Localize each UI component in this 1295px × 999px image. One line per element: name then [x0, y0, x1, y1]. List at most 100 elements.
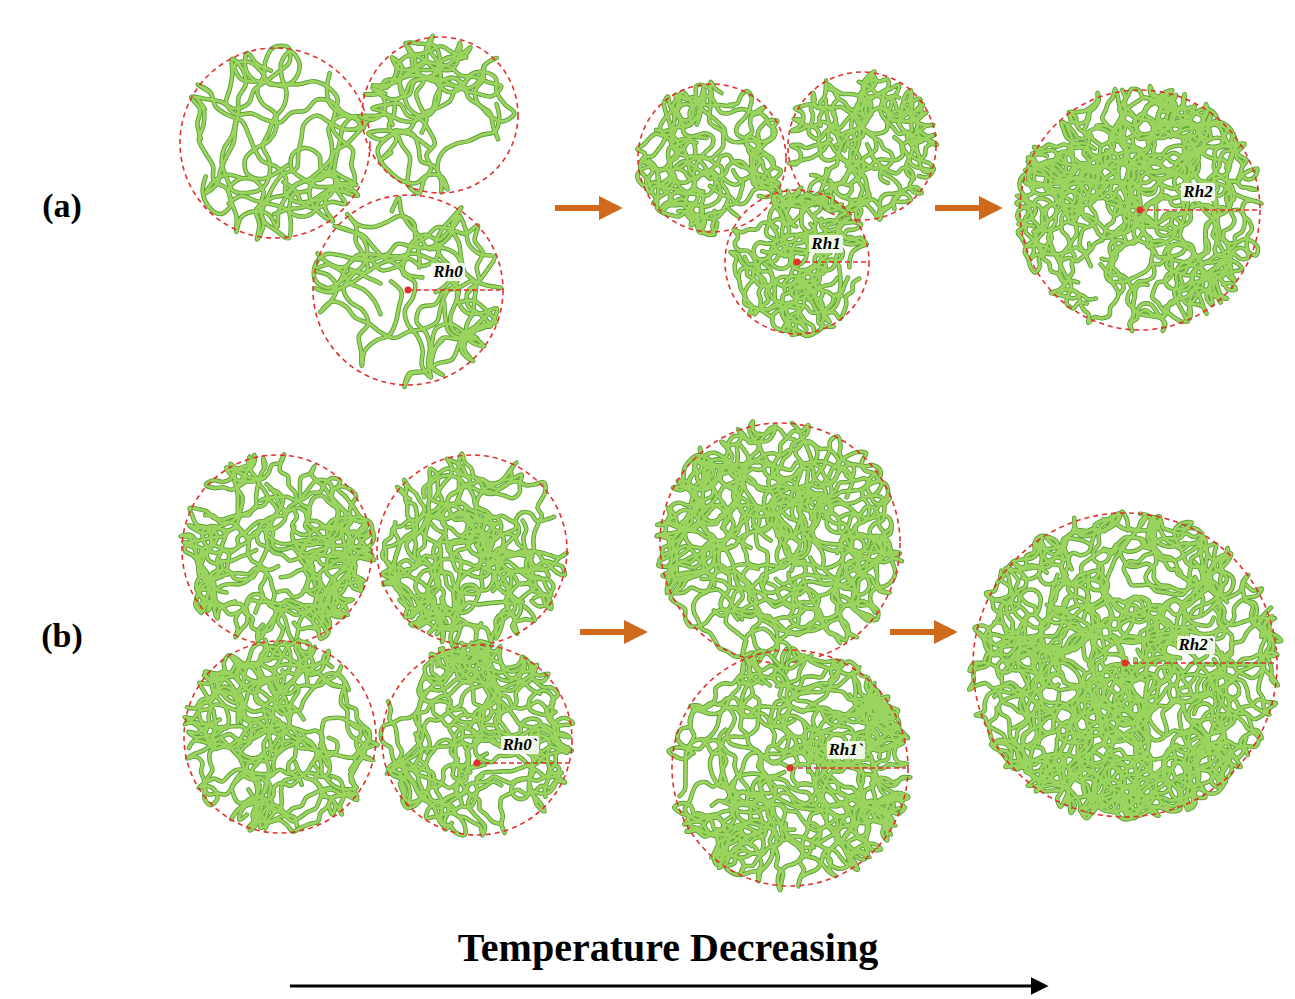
- radius-label: Rh1`: [827, 741, 866, 760]
- radius-label: Rh2`: [1177, 636, 1216, 655]
- hydrodynamic-radius-circle: [362, 37, 518, 193]
- radius-line: [1140, 209, 1258, 211]
- polymer-chain: [248, 728, 327, 828]
- center-dot: [474, 760, 481, 767]
- polymer-coil: [377, 454, 567, 647]
- polymer-chain: [640, 92, 692, 193]
- polymer-chain: [191, 46, 290, 179]
- process-arrow: [935, 205, 998, 211]
- hydrodynamic-radius-circle: [973, 513, 1277, 817]
- polymer-chain: [380, 62, 501, 161]
- polymer-chain: [839, 777, 910, 828]
- polymer-chain: [1039, 541, 1222, 618]
- radius-line: [477, 762, 570, 764]
- polymer-chain: [261, 524, 374, 637]
- polymer-chain: [387, 682, 500, 774]
- polymer-coil: [180, 46, 370, 240]
- polymer-chain: [1146, 207, 1230, 322]
- polymer-chain: [1166, 194, 1245, 290]
- radius-label: Rh0: [431, 263, 464, 282]
- polymer-chain: [795, 735, 904, 787]
- polymer-chain: [206, 454, 297, 500]
- panel-label: (b): [41, 617, 83, 654]
- hydrodynamic-radius-circle: [382, 645, 572, 835]
- center-dot: [405, 287, 412, 294]
- polymer-chain: [188, 671, 275, 741]
- polymer-chain: [368, 103, 435, 193]
- polymer-chain: [446, 651, 540, 746]
- polymer-coil: [360, 36, 518, 194]
- center-dot: [787, 765, 794, 772]
- polymer-chain: [792, 96, 899, 150]
- polymer-chain: [1120, 515, 1262, 637]
- polymer-chain: [1032, 90, 1174, 180]
- polymer-coil: [969, 512, 1281, 819]
- hydrodynamic-radius-circle: [184, 641, 376, 833]
- hydrodynamic-radius-circle: [660, 423, 900, 663]
- radius-label: Rh0`: [501, 736, 540, 755]
- polymer-coil: [637, 82, 786, 235]
- hydrodynamic-radius-circle: [725, 190, 869, 334]
- process-arrow: [555, 205, 618, 211]
- polymer-chain: [247, 723, 338, 829]
- polymer-chain: [1119, 522, 1211, 640]
- polymer-chain: [753, 465, 881, 553]
- process-arrows: [290, 208, 1045, 986]
- polymer-chain: [267, 484, 354, 639]
- polymer-chain: [718, 548, 822, 635]
- polymer-chain: [450, 531, 551, 609]
- polymer-chain: [394, 505, 454, 617]
- polymer-chain: [1164, 192, 1249, 314]
- hydrodynamic-radius-circle: [182, 455, 372, 645]
- polymer-chain: [350, 226, 491, 362]
- axis-arrow: [290, 985, 1045, 988]
- hydrodynamic-radius-circle: [638, 84, 786, 232]
- polymer-chain: [785, 493, 882, 563]
- polymer-coil: [381, 641, 573, 835]
- polymer-chain: [281, 486, 356, 577]
- hydrodynamic-radius-circle: [672, 650, 908, 886]
- axis-title: Temperature Decreasing: [458, 926, 878, 970]
- radius-label: Rh1: [809, 235, 842, 254]
- polymer-coil: [656, 421, 901, 668]
- radius-line: [408, 289, 500, 291]
- polymer-chain: [203, 171, 357, 239]
- process-arrow: [890, 629, 953, 635]
- polymer-chain: [677, 698, 788, 798]
- polymer-chain: [1066, 617, 1180, 679]
- radius-line: [797, 261, 866, 263]
- polymer-chain: [360, 58, 498, 140]
- polymer-chain: [230, 642, 341, 686]
- polymer-chain: [1159, 608, 1278, 686]
- polymer-chain: [1146, 516, 1228, 639]
- process-arrow: [580, 629, 643, 635]
- polymer-chain: [1104, 537, 1228, 645]
- polymer-chain: [740, 658, 880, 761]
- polymer-chain: [970, 626, 1047, 697]
- hydrodynamic-radius-circle: [377, 455, 567, 645]
- polymer-coil: [669, 648, 911, 890]
- center-dot: [1122, 660, 1129, 667]
- polymer-chain: [190, 457, 268, 579]
- polymer-chain: [373, 43, 471, 88]
- hydrodynamic-radius-circle: [180, 48, 370, 238]
- polymer-chain: [198, 73, 369, 203]
- polymer-chain: [776, 188, 847, 263]
- polymer-coil: [181, 454, 375, 645]
- polymer-coil: [725, 188, 869, 336]
- polymer-chain: [695, 85, 774, 204]
- polymer-chain: [695, 85, 774, 204]
- polymer-chain: [684, 803, 771, 860]
- radius-line: [1125, 662, 1275, 664]
- polymer-chain: [1095, 703, 1225, 815]
- polymer-chain: [777, 686, 881, 865]
- polymer-chain: [206, 454, 297, 500]
- hydrodynamic-radius-circle: [313, 195, 503, 385]
- polymer-chain: [248, 762, 357, 831]
- center-dot: [1137, 207, 1144, 214]
- panel-label: (a): [42, 187, 82, 224]
- radius-line: [790, 767, 906, 769]
- polymer-chain: [185, 704, 336, 752]
